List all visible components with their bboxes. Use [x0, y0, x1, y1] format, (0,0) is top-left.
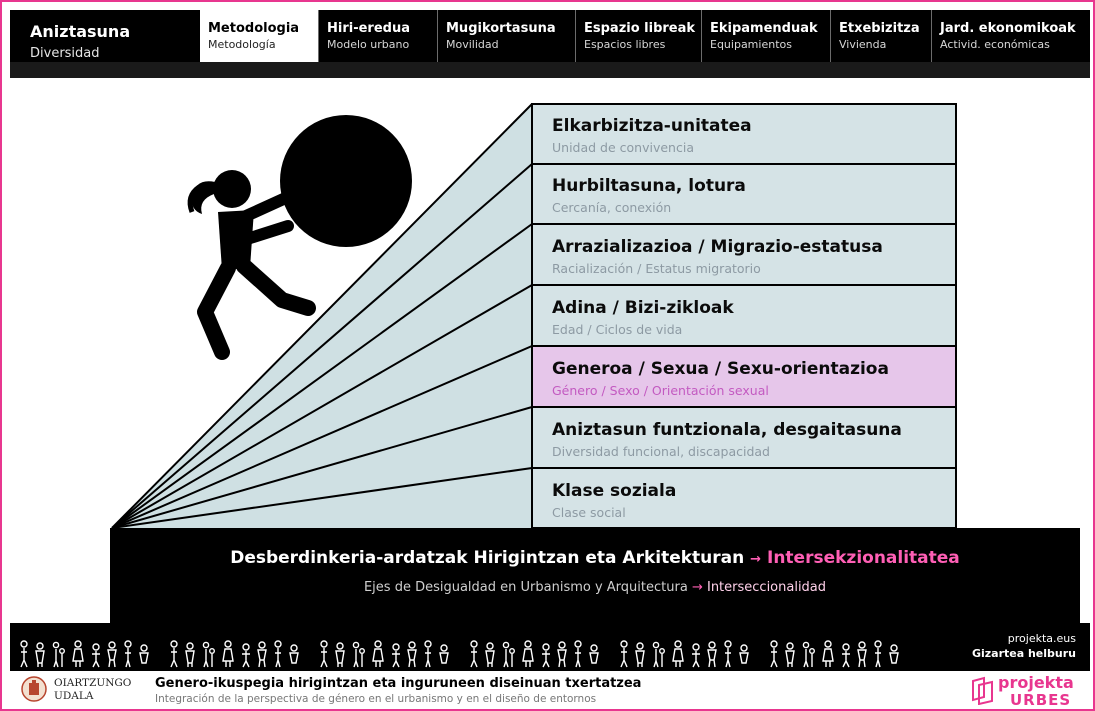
tab-label: Metodologia	[208, 20, 300, 36]
projekta-urbes-logo[interactable]: projekta URBES	[970, 673, 1080, 709]
axis-row-class: Klase soziala Clase social	[552, 481, 676, 520]
tab-espazio-libreak[interactable]: Espazio libreak Espacios libres	[576, 10, 702, 62]
header-stripe	[10, 62, 1090, 78]
row-box-5-highlight	[531, 345, 957, 408]
tab-jard-ekonomikoak[interactable]: Jard. ekonomikoak Activid. económicas	[932, 10, 1090, 62]
section-brand[interactable]: Aniztasuna Diversidad	[10, 10, 198, 78]
base-title: Desberdinkeria-ardatzak Hirigintzan eta …	[110, 548, 1080, 568]
person-pushing-boulder-icon	[187, 115, 412, 360]
row-sublabel: Cercanía, conexión	[552, 200, 672, 215]
top-navigation: Aniztasuna Diversidad Metodologia Metodo…	[10, 10, 1090, 78]
footer-title: Genero-ikuspegia hirigintzan eta ingurun…	[155, 676, 642, 691]
tab-label: Etxebizitza	[839, 20, 920, 36]
people-silhouettes-icon	[20, 640, 899, 668]
row-sublabel: Edad / Ciclos de vida	[552, 322, 683, 337]
fan-lines	[111, 103, 533, 529]
tab-label: Mugikortasuna	[446, 20, 556, 36]
website-info[interactable]: projekta.eus Gizartea helburu	[972, 631, 1076, 661]
row-box-3	[531, 223, 957, 286]
row-sublabel: Unidad de convivencia	[552, 140, 694, 155]
axis-row-household: Elkarbizitza-unitatea Unidad de conviven…	[552, 116, 752, 155]
tab-label: Espazio libreak	[584, 20, 696, 36]
row-box-7	[531, 467, 957, 529]
tab-label: Jard. ekonomikoak	[940, 20, 1076, 36]
arrow-right-icon: →	[691, 580, 703, 595]
row-label: Generoa / Sexua / Sexu-orientazioa	[552, 359, 889, 379]
axis-row-age: Adina / Bizi-zikloak Edad / Ciclos de vi…	[552, 298, 734, 337]
municipal-crest-icon	[21, 676, 47, 702]
footer: OIARTZUNGO UDALA Genero-ikuspegia hirigi…	[10, 671, 1090, 709]
tab-sublabel: Vivienda	[839, 37, 887, 51]
row-box-1	[531, 103, 957, 165]
base-title-highlight: Intersekzionalitatea	[767, 548, 960, 568]
section-title: Aniztasuna	[30, 22, 131, 41]
row-box-2	[531, 163, 957, 225]
tab-bar: Metodologia Metodología Hiri-eredua Mode…	[200, 10, 1090, 62]
tab-sublabel: Metodología	[208, 37, 276, 51]
row-label: Aniztasun funtzionala, desgaitasuna	[552, 420, 902, 440]
tab-metodologia[interactable]: Metodologia Metodología	[200, 10, 319, 62]
tab-ekipamenduak[interactable]: Ekipamenduak Equipamientos	[702, 10, 831, 62]
municipality-line1: OIARTZUNGO	[54, 677, 132, 689]
website-link[interactable]: projekta.eus	[1007, 632, 1076, 645]
urbes-logo-icon	[972, 676, 993, 705]
base-subtitle-text: Ejes de Desigualdad en Urbanismo y Arqui…	[363, 580, 688, 595]
base-subtitle: Ejes de Desigualdad en Urbanismo y Arqui…	[110, 580, 1080, 595]
row-label: Klase soziala	[552, 481, 677, 501]
footer-subtitle: Integración de la perspectiva de género …	[155, 693, 597, 705]
row-label: Elkarbizitza-unitatea	[552, 116, 752, 136]
tab-sublabel: Modelo urbano	[327, 37, 410, 51]
axis-row-proximity: Hurbiltasuna, lotura Cercanía, conexión	[552, 176, 746, 215]
tab-label: Ekipamenduak	[710, 20, 818, 36]
row-label: Hurbiltasuna, lotura	[552, 176, 746, 196]
row-sublabel: Diversidad funcional, discapacidad	[552, 444, 770, 459]
row-label: Arrazializazioa / Migrazio-estatusa	[552, 237, 883, 257]
axis-row-racialization: Arrazializazioa / Migrazio-estatusa Raci…	[552, 237, 883, 276]
tab-etxebizitza[interactable]: Etxebizitza Vivienda	[831, 10, 932, 62]
row-sublabel: Clase social	[552, 505, 626, 520]
diagram-base: Desberdinkeria-ardatzak Hirigintzan eta …	[110, 528, 1080, 623]
tab-sublabel: Espacios libres	[584, 37, 666, 51]
row-sublabel: Género / Sexo / Orientación sexual	[552, 383, 769, 398]
tab-sublabel: Equipamientos	[710, 37, 792, 51]
website-tagline: Gizartea helburu	[971, 647, 1076, 660]
tab-label: Hiri-eredua	[327, 20, 410, 36]
axis-row-disability: Aniztasun funtzionala, desgaitasuna Dive…	[552, 420, 902, 459]
axis-rows	[531, 103, 957, 529]
logo-line2: URBES	[1010, 691, 1072, 709]
tab-sublabel: Activid. económicas	[940, 37, 1050, 51]
axis-row-gender: Generoa / Sexua / Sexu-orientazioa Géner…	[552, 359, 889, 398]
people-strip: projekta.eus Gizartea helburu	[10, 623, 1090, 671]
municipality-name: OIARTZUNGO UDALA	[54, 677, 131, 703]
logo-line1: projekta	[998, 673, 1074, 692]
tab-hiri-eredua[interactable]: Hiri-eredua Modelo urbano	[319, 10, 438, 62]
row-label: Adina / Bizi-zikloak	[552, 298, 734, 318]
arrow-right-icon: →	[750, 552, 762, 567]
tab-mugikortasuna[interactable]: Mugikortasuna Movilidad	[438, 10, 576, 62]
base-subtitle-highlight: Interseccionalidad	[706, 580, 827, 595]
section-subtitle: Diversidad	[30, 46, 100, 61]
base-title-text: Desberdinkeria-ardatzak Hirigintzan eta …	[230, 548, 745, 568]
row-sublabel: Racialización / Estatus migratorio	[552, 261, 761, 276]
municipality-line2: UDALA	[54, 690, 94, 702]
tab-sublabel: Movilidad	[446, 37, 499, 51]
